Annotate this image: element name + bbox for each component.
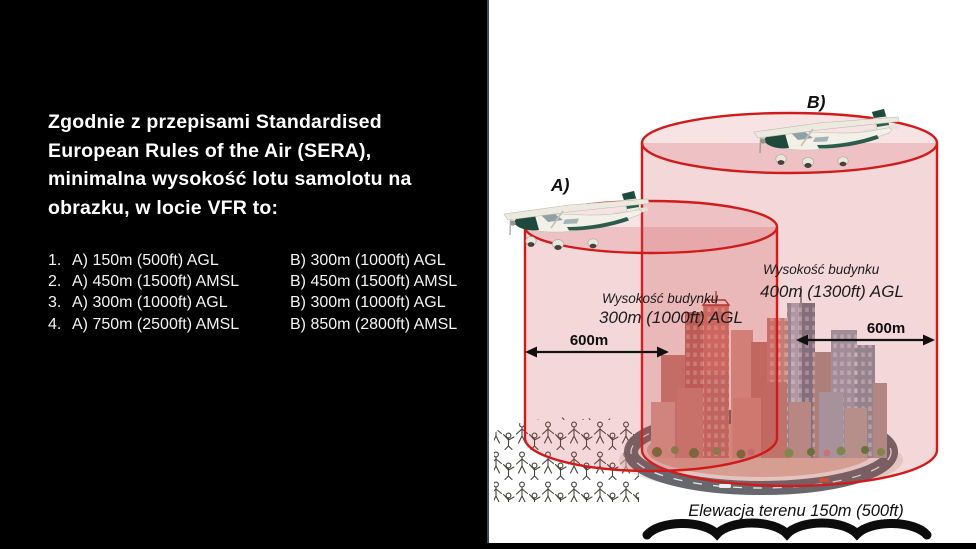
- question-title-line: obrazku, w locie VFR to:: [48, 196, 279, 219]
- minimum-altitude-cylinder-b: [640, 143, 939, 488]
- building-a-caption-line1: Wysokość budynku: [602, 291, 719, 306]
- answer-option-row: 2. A) 450m (1500ft) AMSL B) 450m (1500ft…: [48, 271, 487, 292]
- option-b-text: B) 300m (1000ft) AGL: [290, 294, 446, 312]
- zone-a-label: A): [550, 175, 570, 195]
- city-illustration: [619, 286, 903, 495]
- option-a-text: A) 450m (1500ft) AMSL: [72, 273, 240, 291]
- answer-options: 1. A) 150m (500ft) AGL B) 300m (1000ft) …: [48, 250, 487, 335]
- vfr-altitude-diagram: A) B) Wysokość budynku 300m (1000ft) AGL…: [494, 92, 939, 541]
- question-title: Zgodnie z przepisami Standardised Europe…: [48, 108, 487, 222]
- question-title-line: European Rules of the Air (SERA),: [48, 139, 372, 162]
- option-number: 2.: [48, 273, 62, 291]
- option-b-text: B) 850m (2800ft) AMSL: [290, 315, 458, 333]
- question-title-line: minimalna wysokość lotu samolotu na: [48, 168, 412, 190]
- option-a-text: A) 750m (2500ft) AMSL: [72, 315, 240, 333]
- option-a-text: A) 300m (1000ft) AGL: [72, 294, 228, 312]
- question-title-line: Zgodnie z przepisami Standardised: [48, 111, 382, 133]
- radius-arrow-b: [796, 334, 935, 346]
- zone-b-label: B): [807, 92, 826, 112]
- minimum-altitude-cylinder-a: [523, 227, 779, 473]
- radius-b-label: 600m: [867, 320, 905, 337]
- crowd-illustration: [494, 415, 639, 502]
- answer-option-row: 4. A) 750m (2500ft) AMSL B) 850m (2800ft…: [48, 314, 487, 335]
- answer-option-row: 1. A) 150m (500ft) AGL B) 300m (1000ft) …: [48, 250, 487, 271]
- bottom-bar: [0, 543, 976, 549]
- building-a-caption-line2: 300m (1000ft) AGL: [599, 308, 743, 327]
- option-a-text: A) 150m (500ft) AGL: [72, 252, 219, 269]
- option-b-text: B) 300m (1000ft) AGL: [290, 252, 446, 269]
- building-b-caption-line2: 400m (1300ft) AGL: [760, 282, 904, 301]
- terrain-elevation-label: Elewacja terenu 150m (500ft): [688, 502, 904, 520]
- option-number: 1.: [48, 252, 62, 269]
- tree-icons: [652, 446, 885, 459]
- option-number: 3.: [48, 294, 62, 312]
- radius-arrow-a: [525, 346, 669, 358]
- question-panel: Zgodnie z przepisami Standardised Europe…: [0, 0, 487, 543]
- answer-option-row: 3. A) 300m (1000ft) AGL B) 300m (1000ft)…: [48, 292, 487, 313]
- building-b-caption-line1: Wysokość budynku: [763, 262, 880, 277]
- radius-a-label: 600m: [570, 332, 608, 349]
- option-b-text: B) 450m (1500ft) AMSL: [290, 273, 458, 291]
- diagram-panel: A) B) Wysokość budynku 300m (1000ft) AGL…: [487, 0, 976, 543]
- terrain-wave-icon: [642, 518, 932, 541]
- option-number: 4.: [48, 315, 62, 333]
